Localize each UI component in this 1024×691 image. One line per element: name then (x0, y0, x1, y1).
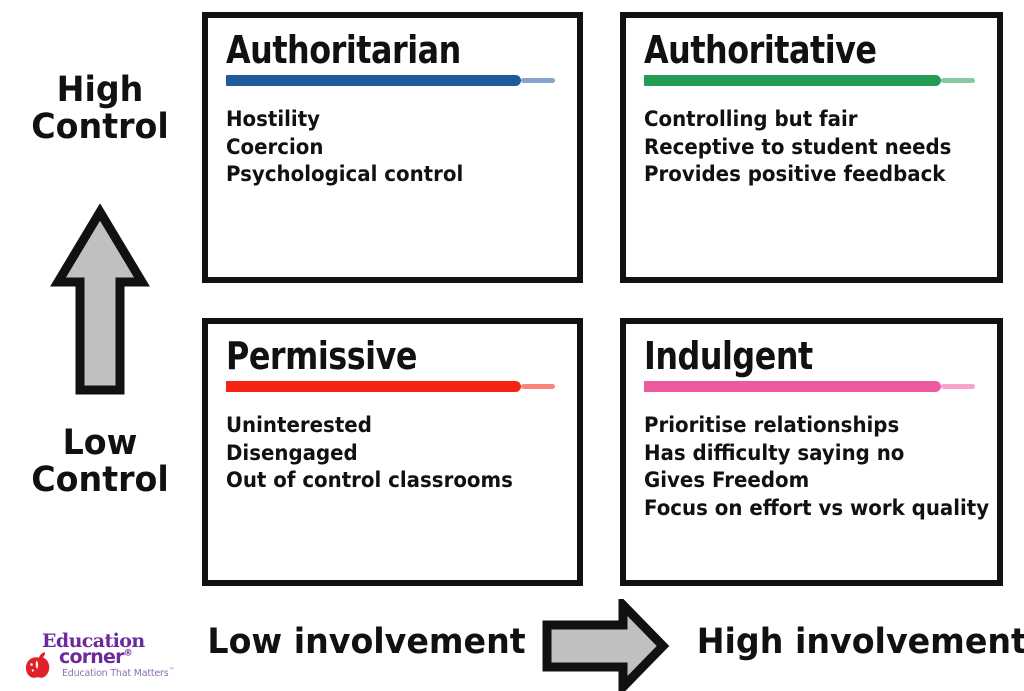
quadrant-trait-list: Controlling but fair Receptive to studen… (644, 106, 981, 189)
list-item: Provides positive feedback (644, 162, 946, 188)
list-item: Controlling but fair (644, 107, 858, 133)
education-corner-logo[interactable]: Education corner® Education That Matters… (22, 630, 174, 684)
list-item: Hostility (226, 107, 321, 133)
logo-word-education: Education (42, 630, 145, 652)
quadrant-body: Authoritative Controlling but fair Recep… (626, 18, 997, 189)
list-item: Uninterested (226, 413, 372, 439)
quadrant-accent-underline (644, 381, 941, 393)
quadrant-accent-underline (226, 381, 521, 393)
quadrant-indulgent: Indulgent Prioritise relationships Has d… (620, 318, 1003, 586)
axis-label-high-control: High Control (31, 70, 169, 148)
list-item: Coercion (226, 134, 324, 160)
axis-label-high-involvement: High involvement (696, 622, 1024, 662)
right-arrow-icon (542, 599, 670, 691)
logo-tagline-text: Education That Matters (62, 668, 169, 680)
apple-icon (25, 652, 50, 678)
quadrant-body: Authoritarian Hostility Coercion Psychol… (208, 18, 577, 189)
list-item: Has difficulty saying no (644, 440, 905, 466)
quadrant-trait-list: Uninterested Disengaged Out of control c… (226, 412, 561, 495)
axis-label-low-control: Low Control (31, 423, 169, 501)
registered-mark: ® (123, 648, 133, 659)
quadrant-title: Authoritative (644, 28, 877, 72)
quadrant-title: Indulgent (644, 334, 813, 378)
up-arrow-icon (50, 204, 150, 395)
list-item: Disengaged (226, 440, 358, 466)
quadrant-accent-underline (226, 75, 521, 87)
quadrant-permissive: Permissive Uninterested Disengaged Out o… (202, 318, 583, 586)
quadrant-authoritative: Authoritative Controlling but fair Recep… (620, 12, 1003, 283)
logo-tagline: Education That Matters™ (62, 668, 174, 679)
quadrant-title: Authoritarian (226, 28, 461, 72)
quadrant-trait-list: Prioritise relationships Has difficulty … (644, 412, 990, 522)
quadrant-body: Permissive Uninterested Disengaged Out o… (208, 324, 577, 495)
list-item: Out of control classrooms (226, 468, 513, 494)
list-item: Receptive to student needs (644, 134, 952, 160)
quadrant-trait-list: Hostility Coercion Psychological control (226, 106, 561, 189)
list-item: Focus on effort vs work quality (644, 495, 990, 521)
list-item: Psychological control (226, 162, 464, 188)
list-item: Prioritise relationships (644, 413, 900, 439)
quadrant-accent-underline (644, 75, 941, 87)
logo-word-corner-text: corner (59, 646, 124, 668)
list-item: Gives Freedom (644, 468, 810, 494)
quadrant-authoritarian: Authoritarian Hostility Coercion Psychol… (202, 12, 583, 283)
axis-label-low-involvement: Low involvement (207, 622, 526, 662)
quadrant-body: Indulgent Prioritise relationships Has d… (626, 324, 997, 522)
trademark-mark: ™ (168, 667, 175, 674)
logo-word-corner: corner® (59, 646, 133, 668)
quadrant-title: Permissive (226, 334, 417, 378)
